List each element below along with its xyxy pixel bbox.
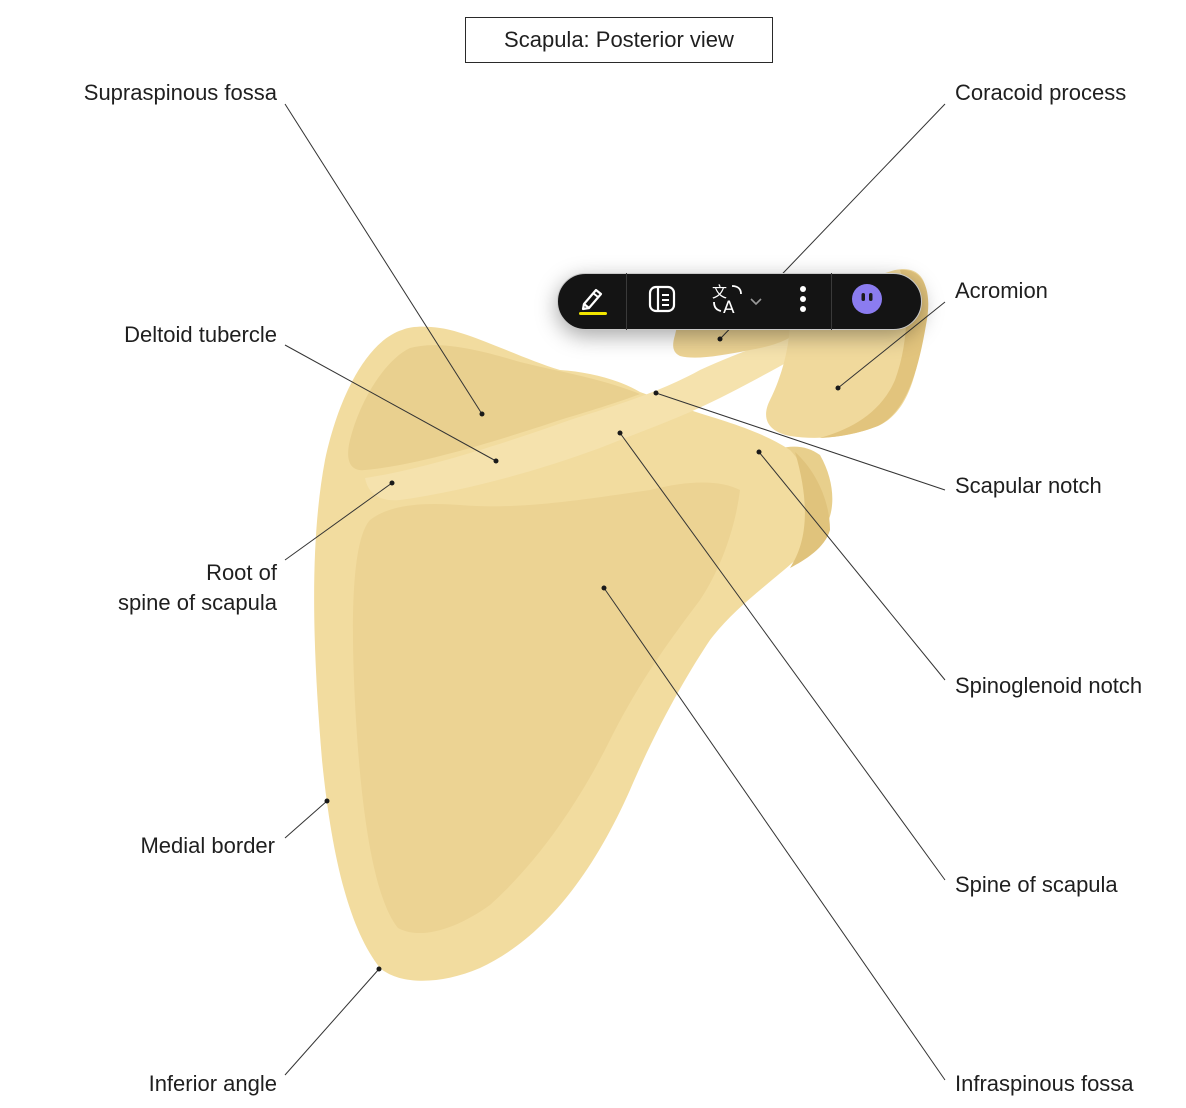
label-acromion: Acromion [955, 278, 1048, 303]
reader-mode-icon [646, 283, 678, 320]
leader-scapular-notch [655, 392, 946, 491]
reader-mode-button[interactable] [627, 273, 697, 330]
label-spinoglenoid-notch: Spinoglenoid notch [955, 673, 1143, 698]
translate-button[interactable]: 文 A [697, 273, 775, 330]
highlighter-icon [575, 282, 609, 321]
label-medial-border: Medial border [140, 833, 275, 858]
dot-root-of-spine [389, 480, 395, 486]
toolbar-divider [626, 273, 627, 330]
label-root-of-spine-line1: Root of [206, 560, 277, 585]
assistant-button[interactable] [832, 273, 902, 330]
chevron-down-icon [750, 293, 762, 311]
translate-icon: 文 A [710, 282, 746, 321]
leader-deltoid-tubercle [284, 344, 497, 462]
dot-medial-border [324, 798, 330, 804]
dot-scapular-notch [653, 390, 659, 396]
diagram-title: Scapula: Posterior view [465, 17, 773, 63]
more-options-button[interactable] [775, 273, 831, 330]
assistant-icon [851, 283, 883, 320]
leader-supraspinous-fossa [284, 103, 483, 415]
label-root-of-spine: Root of spine of scapula [118, 558, 277, 618]
svg-text:A: A [723, 298, 735, 316]
spine-ridge [365, 328, 820, 501]
leader-infraspinous-fossa [603, 587, 946, 1081]
label-scapular-notch: Scapular notch [955, 473, 1102, 498]
leader-root-of-spine [284, 482, 393, 561]
dot-infraspinous-fossa [601, 585, 607, 591]
dot-spinoglenoid-notch [756, 449, 762, 455]
dot-acromion [835, 385, 841, 391]
dot-deltoid-tubercle [493, 458, 499, 464]
dot-spine-of-scapula [617, 430, 623, 436]
leader-inferior-angle [284, 968, 380, 1076]
label-root-of-spine-line2: spine of scapula [118, 590, 277, 615]
leader-spinoglenoid-notch [758, 451, 946, 681]
floating-toolbar: 文 A [557, 273, 922, 330]
label-deltoid-tubercle: Deltoid tubercle [124, 322, 277, 347]
dot-coracoid-process [717, 336, 723, 342]
acromion-edge [820, 269, 929, 438]
dot-inferior-angle [376, 966, 382, 972]
leader-spine-of-scapula [619, 432, 946, 881]
label-coracoid-process: Coracoid process [955, 80, 1127, 105]
label-infraspinous-fossa: Infraspinous fossa [955, 1071, 1134, 1096]
pointer-dots [324, 336, 841, 972]
svg-text:文: 文 [712, 283, 727, 301]
infraspinous-fossa-region [352, 482, 740, 934]
lateral-edge [790, 452, 830, 568]
more-options-icon [799, 285, 807, 318]
dot-supraspinous-fossa [479, 411, 485, 417]
label-supraspinous-fossa: Supraspinous fossa [83, 80, 277, 105]
label-inferior-angle: Inferior angle [148, 1071, 277, 1096]
toolbar-divider-2 [831, 273, 832, 330]
leader-acromion [837, 301, 946, 389]
leader-medial-border [284, 800, 328, 839]
highlight-button[interactable] [558, 273, 626, 330]
supraspinous-fossa-region [348, 345, 640, 471]
label-spine-of-scapula: Spine of scapula [955, 872, 1118, 897]
